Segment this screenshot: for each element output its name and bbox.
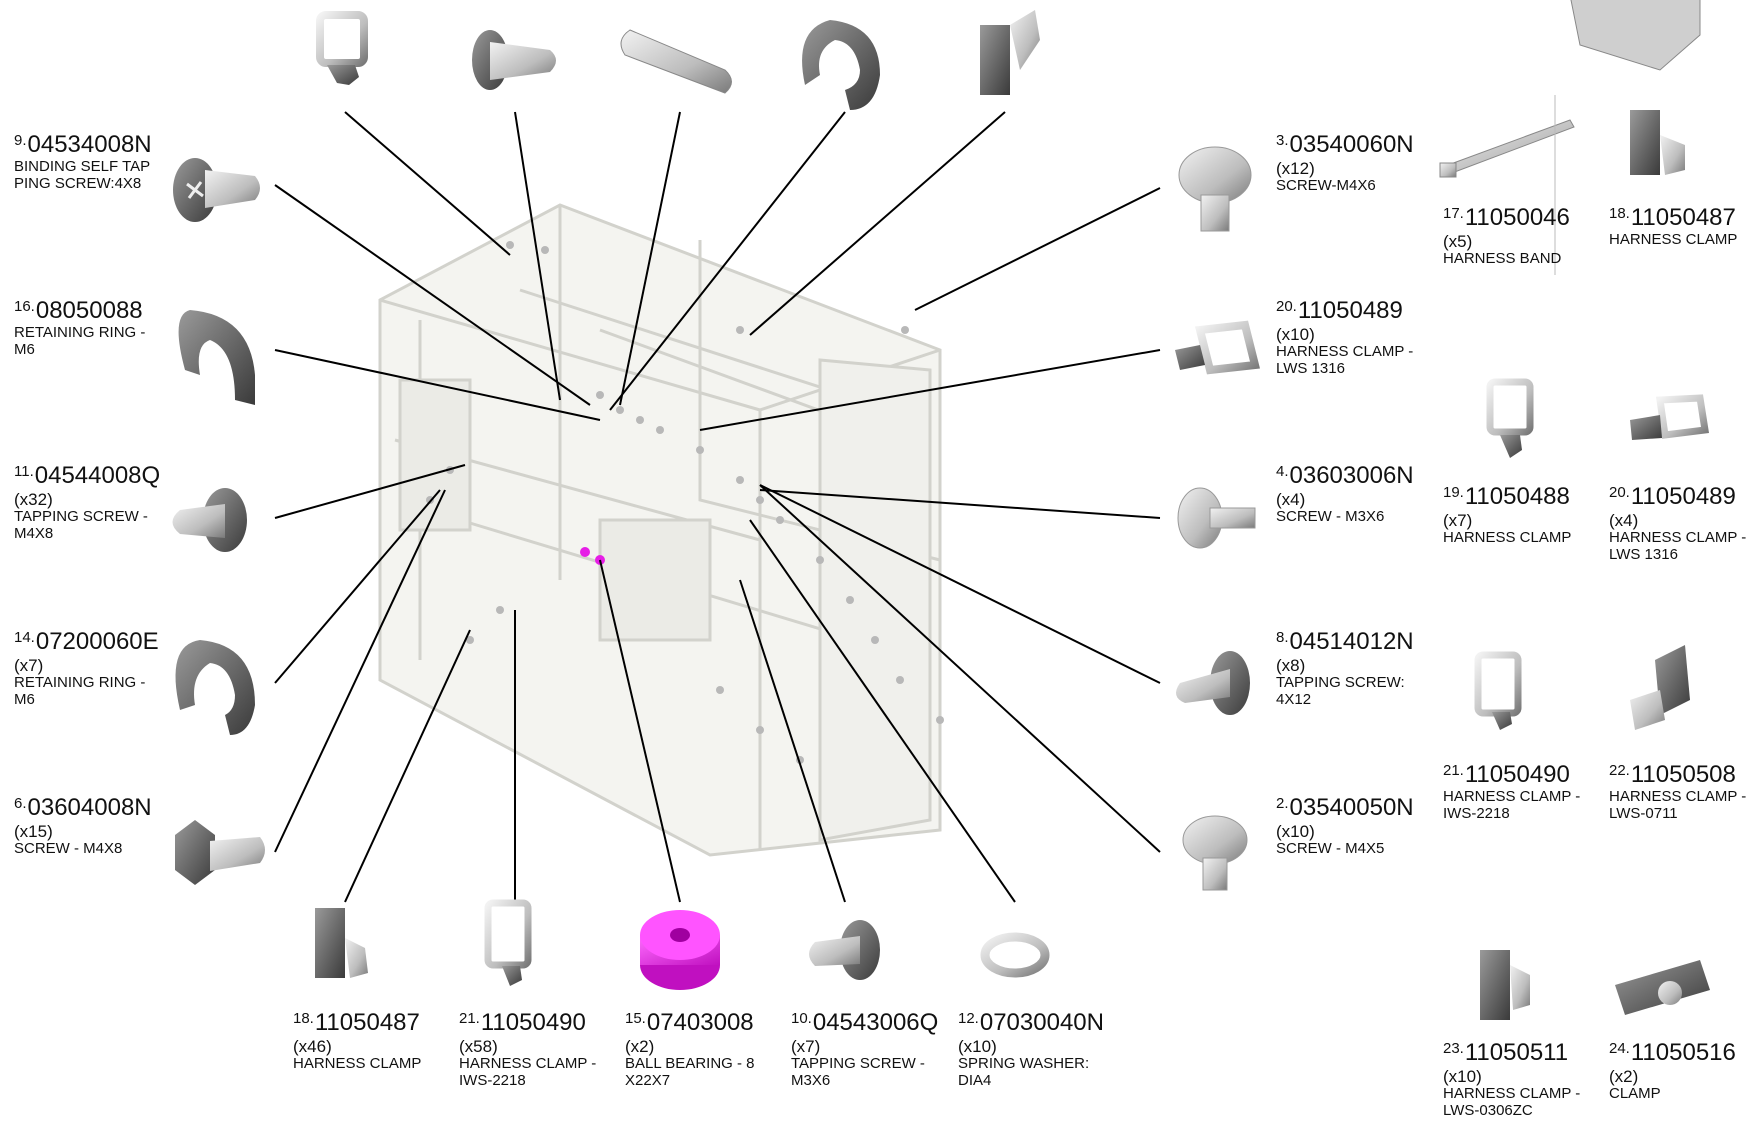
part-label-17: 17.11050046 (x5)HARNESS BAND — [1443, 204, 1570, 267]
part-label-2: 2.03540050N (x10)SCREW - M4X5 — [1276, 794, 1414, 857]
harness-clamp-icon — [484, 899, 532, 986]
harness-clamp-icon — [1480, 950, 1530, 1020]
flange-screw-icon — [1177, 487, 1256, 549]
part-label-23: 23.11050511 (x10)HARNESS CLAMP - LWS-030… — [1443, 1039, 1581, 1119]
part-label-22: 22.11050508 HARNESS CLAMP - LWS-0711 — [1609, 761, 1747, 822]
part-label-9: 9.04534008N BINDING SELF TAP PING SCREW:… — [14, 131, 152, 192]
part-label-18-right: 18.11050487 HARNESS CLAMP — [1609, 204, 1738, 248]
part-label-20-left: 20.11050489 (x10)HARNESS CLAMP - LWS 131… — [1276, 297, 1414, 377]
clamp-icon — [980, 10, 1040, 95]
e-ring-icon — [175, 640, 255, 735]
harness-clamp-icon — [1175, 320, 1260, 375]
cable-tie-icon — [1439, 95, 1575, 275]
part-label-6: 6.03604008N (x15)SCREW - M4X8 — [14, 794, 152, 857]
tapping-screw-icon — [809, 920, 880, 980]
frame-corner-icon — [1570, 0, 1701, 71]
part-label-16: 16.08050088 RETAINING RING - M6 — [14, 297, 146, 358]
harness-clamp-icon — [315, 908, 368, 978]
mushroom-screw-icon — [1178, 146, 1252, 232]
part-label-3: 3.03540060N (x12)SCREW-M4X6 — [1276, 131, 1414, 194]
part-label-14: 14.07200060E (x7)RETAINING RING - M6 — [14, 628, 159, 708]
tapping-screw-icon — [1176, 651, 1250, 715]
part-label-12: 12.07030040N (x10)SPRING WASHER: DIA4 — [958, 1009, 1104, 1089]
tapping-screw-icon — [172, 488, 247, 552]
part-label-19: 19.11050488 (x7)HARNESS CLAMP — [1443, 483, 1572, 546]
part-label-4: 4.03603006N (x4)SCREW - M3X6 — [1276, 462, 1414, 525]
retaining-ring-icon — [178, 310, 255, 405]
part-label-11: 11.04544008Q (x32)TAPPING SCREW - M4X8 — [14, 462, 161, 542]
clamp-icon — [1615, 960, 1710, 1015]
part-label-21-right: 21.11050490 HARNESS CLAMP - IWS-2218 — [1443, 761, 1581, 822]
leader-lines — [274, 111, 1161, 903]
part-label-24: 24.11050516 (x2)CLAMP — [1609, 1039, 1736, 1102]
part-label-18-bottom: 18.11050487 (x46)HARNESS CLAMP — [293, 1009, 422, 1072]
hex-screw-icon — [175, 820, 265, 885]
harness-clamp-icon — [1630, 110, 1685, 175]
part-label-15: 15.07403008 (x2)BALL BEARING - 8 X22X7 — [625, 1009, 755, 1089]
spring-washer-icon — [980, 932, 1050, 978]
mushroom-screw-icon — [1182, 815, 1248, 891]
ball-bearing-icon — [640, 910, 720, 990]
harness-clamp-icon — [1474, 651, 1522, 730]
part-label-21-bottom: 21.11050490 (x58)HARNESS CLAMP - IWS-221… — [459, 1009, 597, 1089]
machine-frame — [378, 203, 942, 857]
binding-screw-icon — [173, 158, 260, 222]
pin-icon — [620, 29, 732, 94]
harness-clamp-icon — [316, 11, 368, 85]
frame-fastener-dots — [426, 241, 944, 764]
harness-clamp-icon — [1630, 645, 1690, 730]
part-label-20-right: 20.11050489 (x4)HARNESS CLAMP - LWS 1316 — [1609, 483, 1747, 563]
e-ring-icon — [802, 20, 880, 110]
harness-clamp-icon — [1630, 394, 1710, 440]
part-label-8: 8.04514012N (x8)TAPPING SCREW: 4X12 — [1276, 628, 1414, 708]
harness-clamp-icon — [1486, 378, 1534, 458]
part-label-10: 10.04543006Q (x7)TAPPING SCREW - M3X6 — [791, 1009, 939, 1089]
tapping-screw-icon — [472, 30, 556, 90]
